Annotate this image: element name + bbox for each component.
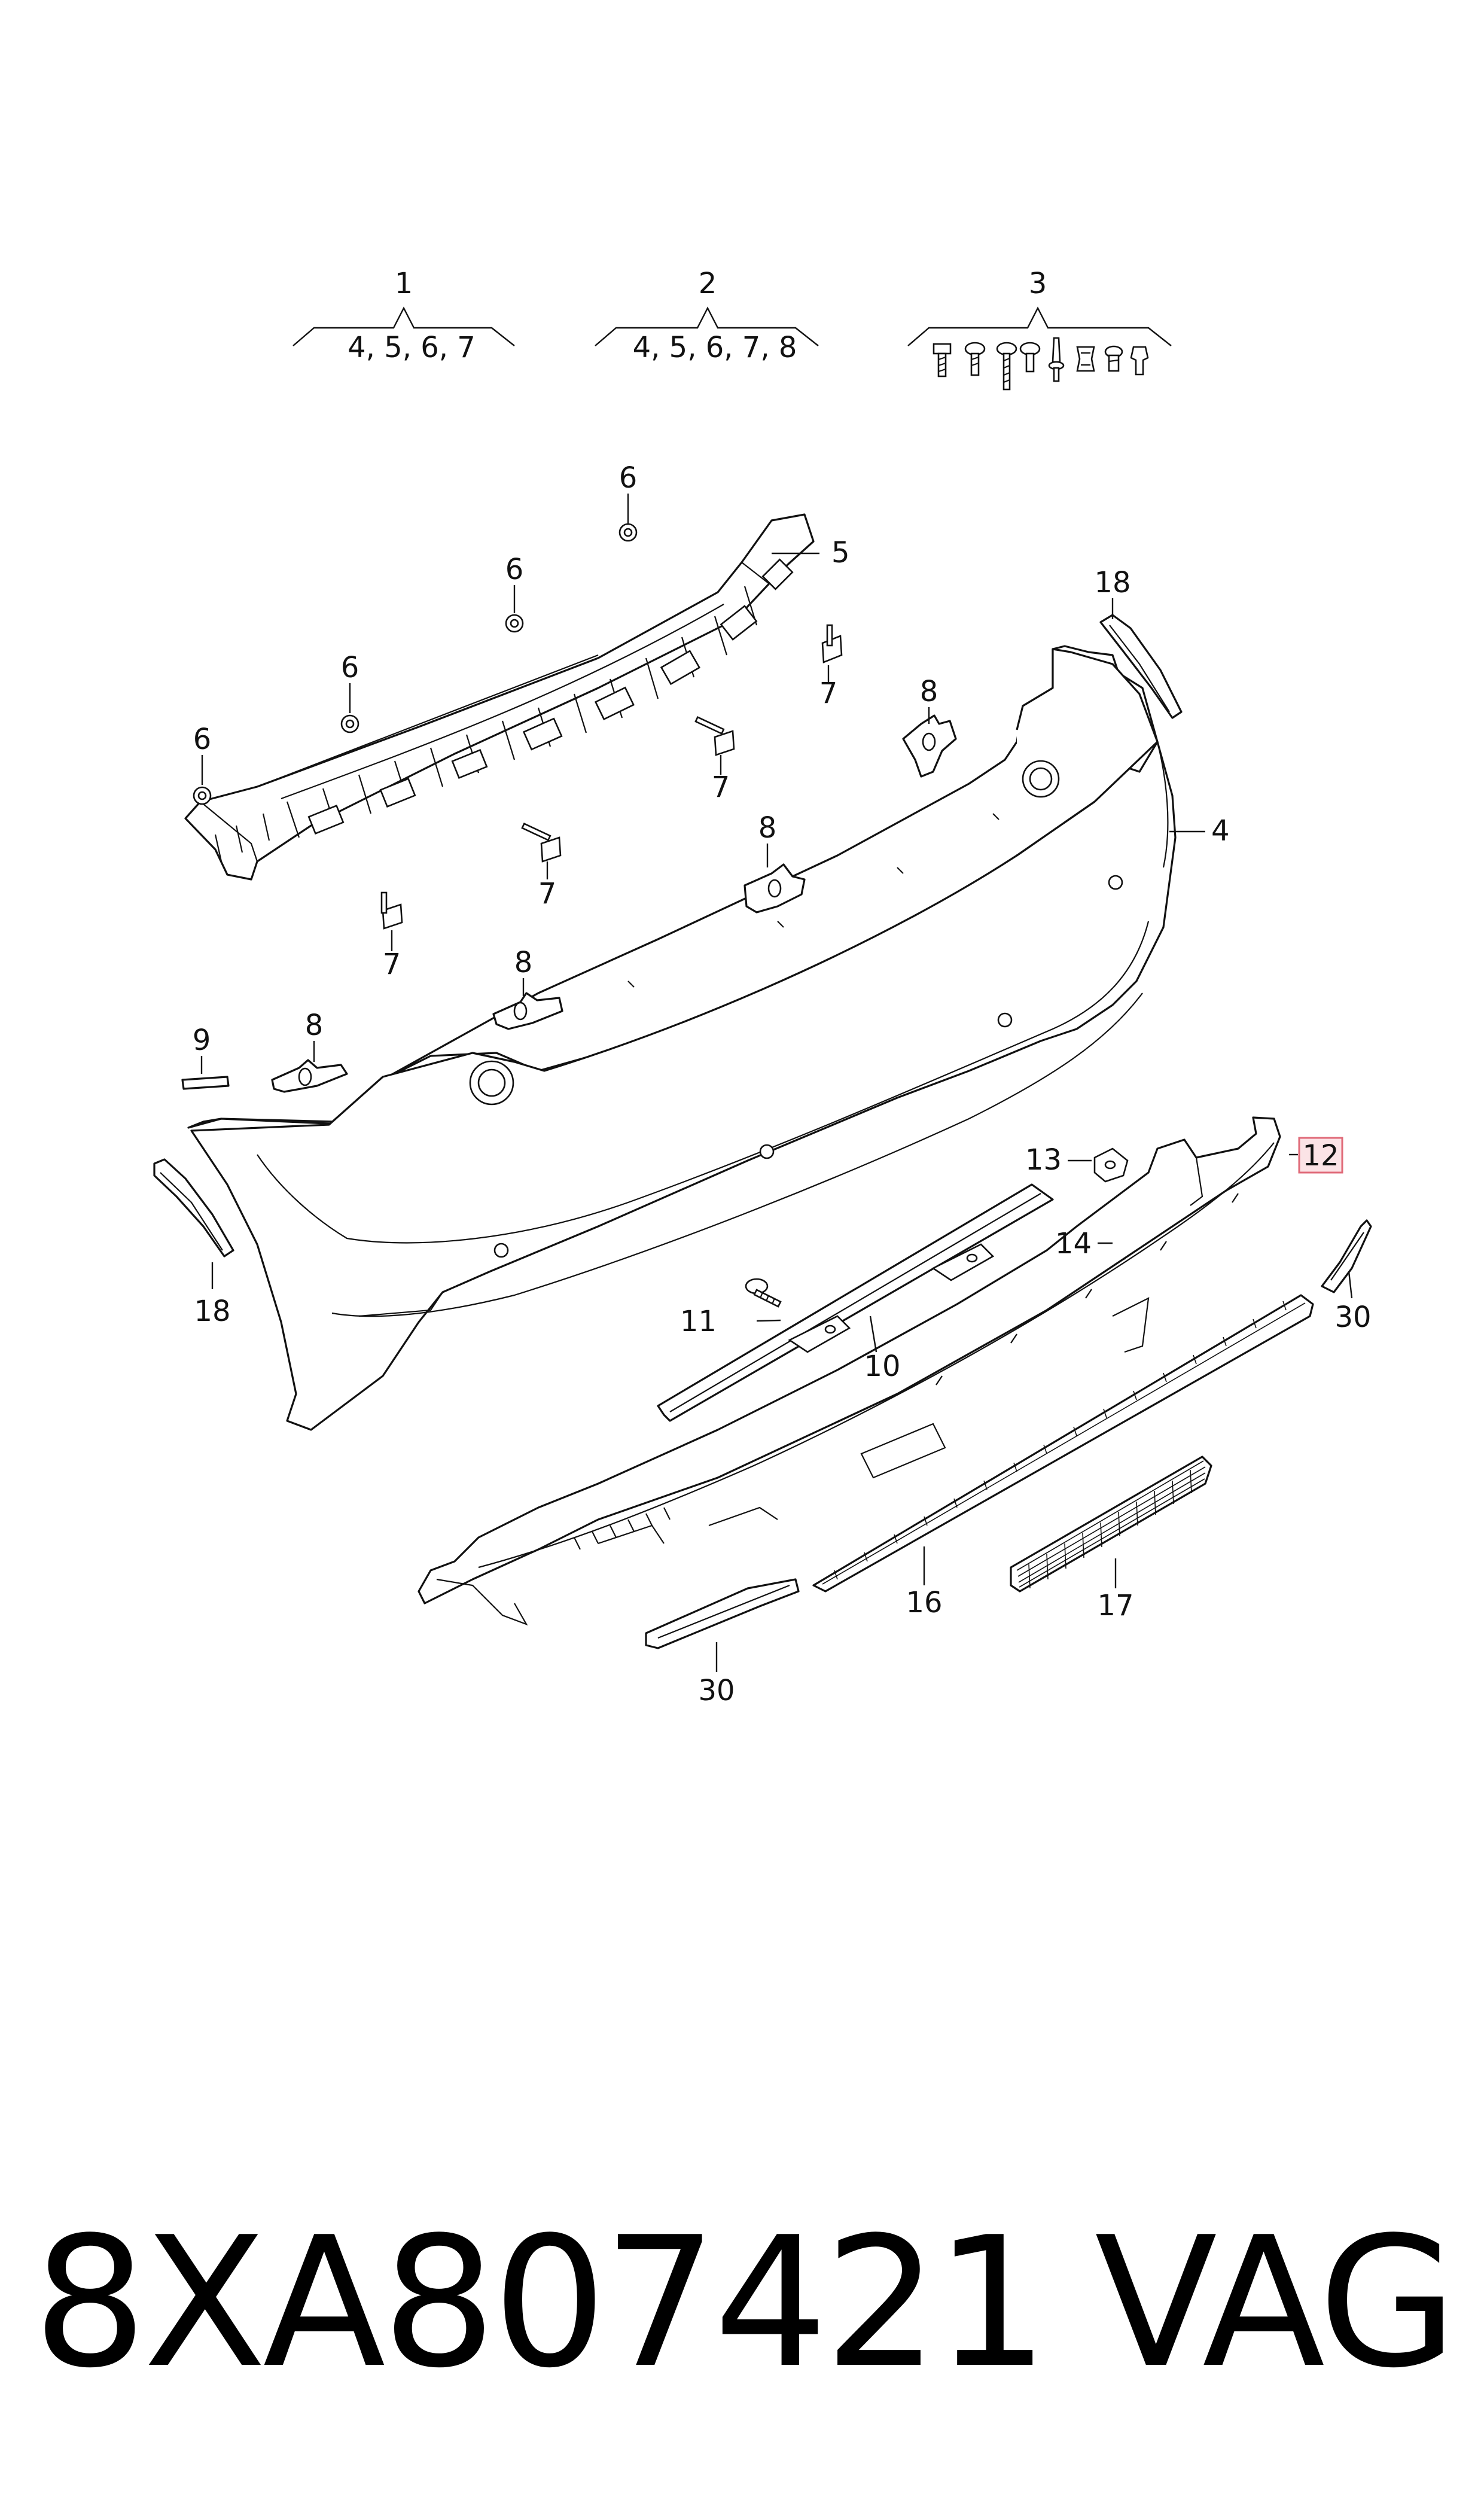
grille-17 [1010,1456,1212,1593]
callout-6c: 6 [341,651,359,684]
callout-4: 4 [1211,814,1230,848]
group-3: 3 [907,267,1172,391]
trim-30-right [1321,1219,1372,1293]
callout-30a: 30 [1334,1301,1371,1334]
callout-16: 16 [906,1586,942,1619]
screw-11 [745,1278,782,1308]
grille-strip-16 [812,1294,1314,1593]
callout-6b: 6 [505,553,524,586]
trim-30-left [645,1578,800,1649]
callout-7a: 7 [819,677,838,710]
callouts: 5 6 6 6 6 7 7 7 7 8 8 8 8 4 18 18 9 11 1… [193,461,1372,1707]
group-3-number: 3 [1029,267,1047,300]
group-3-bracket [907,306,1172,346]
bracket-8 [271,714,957,1093]
brand-name: VAG [1095,2199,1457,2407]
bumper-cover [187,645,1177,1431]
callout-30b: 30 [698,1674,735,1707]
group-1-number: 1 [395,267,413,300]
highlight-box [1298,1137,1343,1174]
group-2-contents: 4, 5, 6, 7, 8 [633,331,797,364]
callout-9: 9 [193,1024,211,1057]
group-2: 2 4, 5, 6, 7, 8 [595,267,819,364]
callout-17: 17 [1097,1589,1133,1622]
callout-7b: 7 [712,771,730,804]
leader-lines [200,494,1353,1672]
clip-13 [1093,1147,1129,1183]
callout-7c: 7 [538,877,557,911]
callout-8b: 8 [758,811,777,845]
callout-6d: 6 [193,723,212,756]
callout-18b: 18 [194,1295,230,1328]
diffuser-12 [418,1116,1281,1626]
side-guide-left [153,1158,234,1258]
fastener-7 [380,624,843,930]
callout-7d: 7 [383,948,401,981]
callout-18a: 18 [1094,566,1130,599]
callout-11: 11 [680,1305,717,1338]
callout-12-highlight: 12 [1298,1137,1343,1174]
callout-8a: 8 [920,675,938,708]
callout-6a: 6 [619,461,638,495]
callout-12: 12 [1302,1139,1339,1173]
part-number: 8XA807421 [33,2199,1049,2407]
trim-strip-9 [181,1076,230,1090]
side-guide-right [1099,614,1183,719]
callout-14: 14 [1055,1227,1092,1260]
callout-8d: 8 [305,1009,324,1042]
group-2-number: 2 [699,267,717,300]
group-1: 1 4, 5, 6, 7 [292,267,515,364]
callout-8c: 8 [514,946,533,979]
group-1-contents: 4, 5, 6, 7 [348,331,476,364]
callout-13: 13 [1025,1143,1062,1177]
callout-10: 10 [864,1350,900,1383]
callout-5: 5 [831,536,850,570]
group-2-bracket [595,306,819,346]
bracket-10 [657,1183,1054,1422]
bumper-carrier [184,513,815,881]
fasteners-icon [933,337,1149,391]
clip-6 [193,523,638,805]
group-1-bracket [292,306,515,346]
